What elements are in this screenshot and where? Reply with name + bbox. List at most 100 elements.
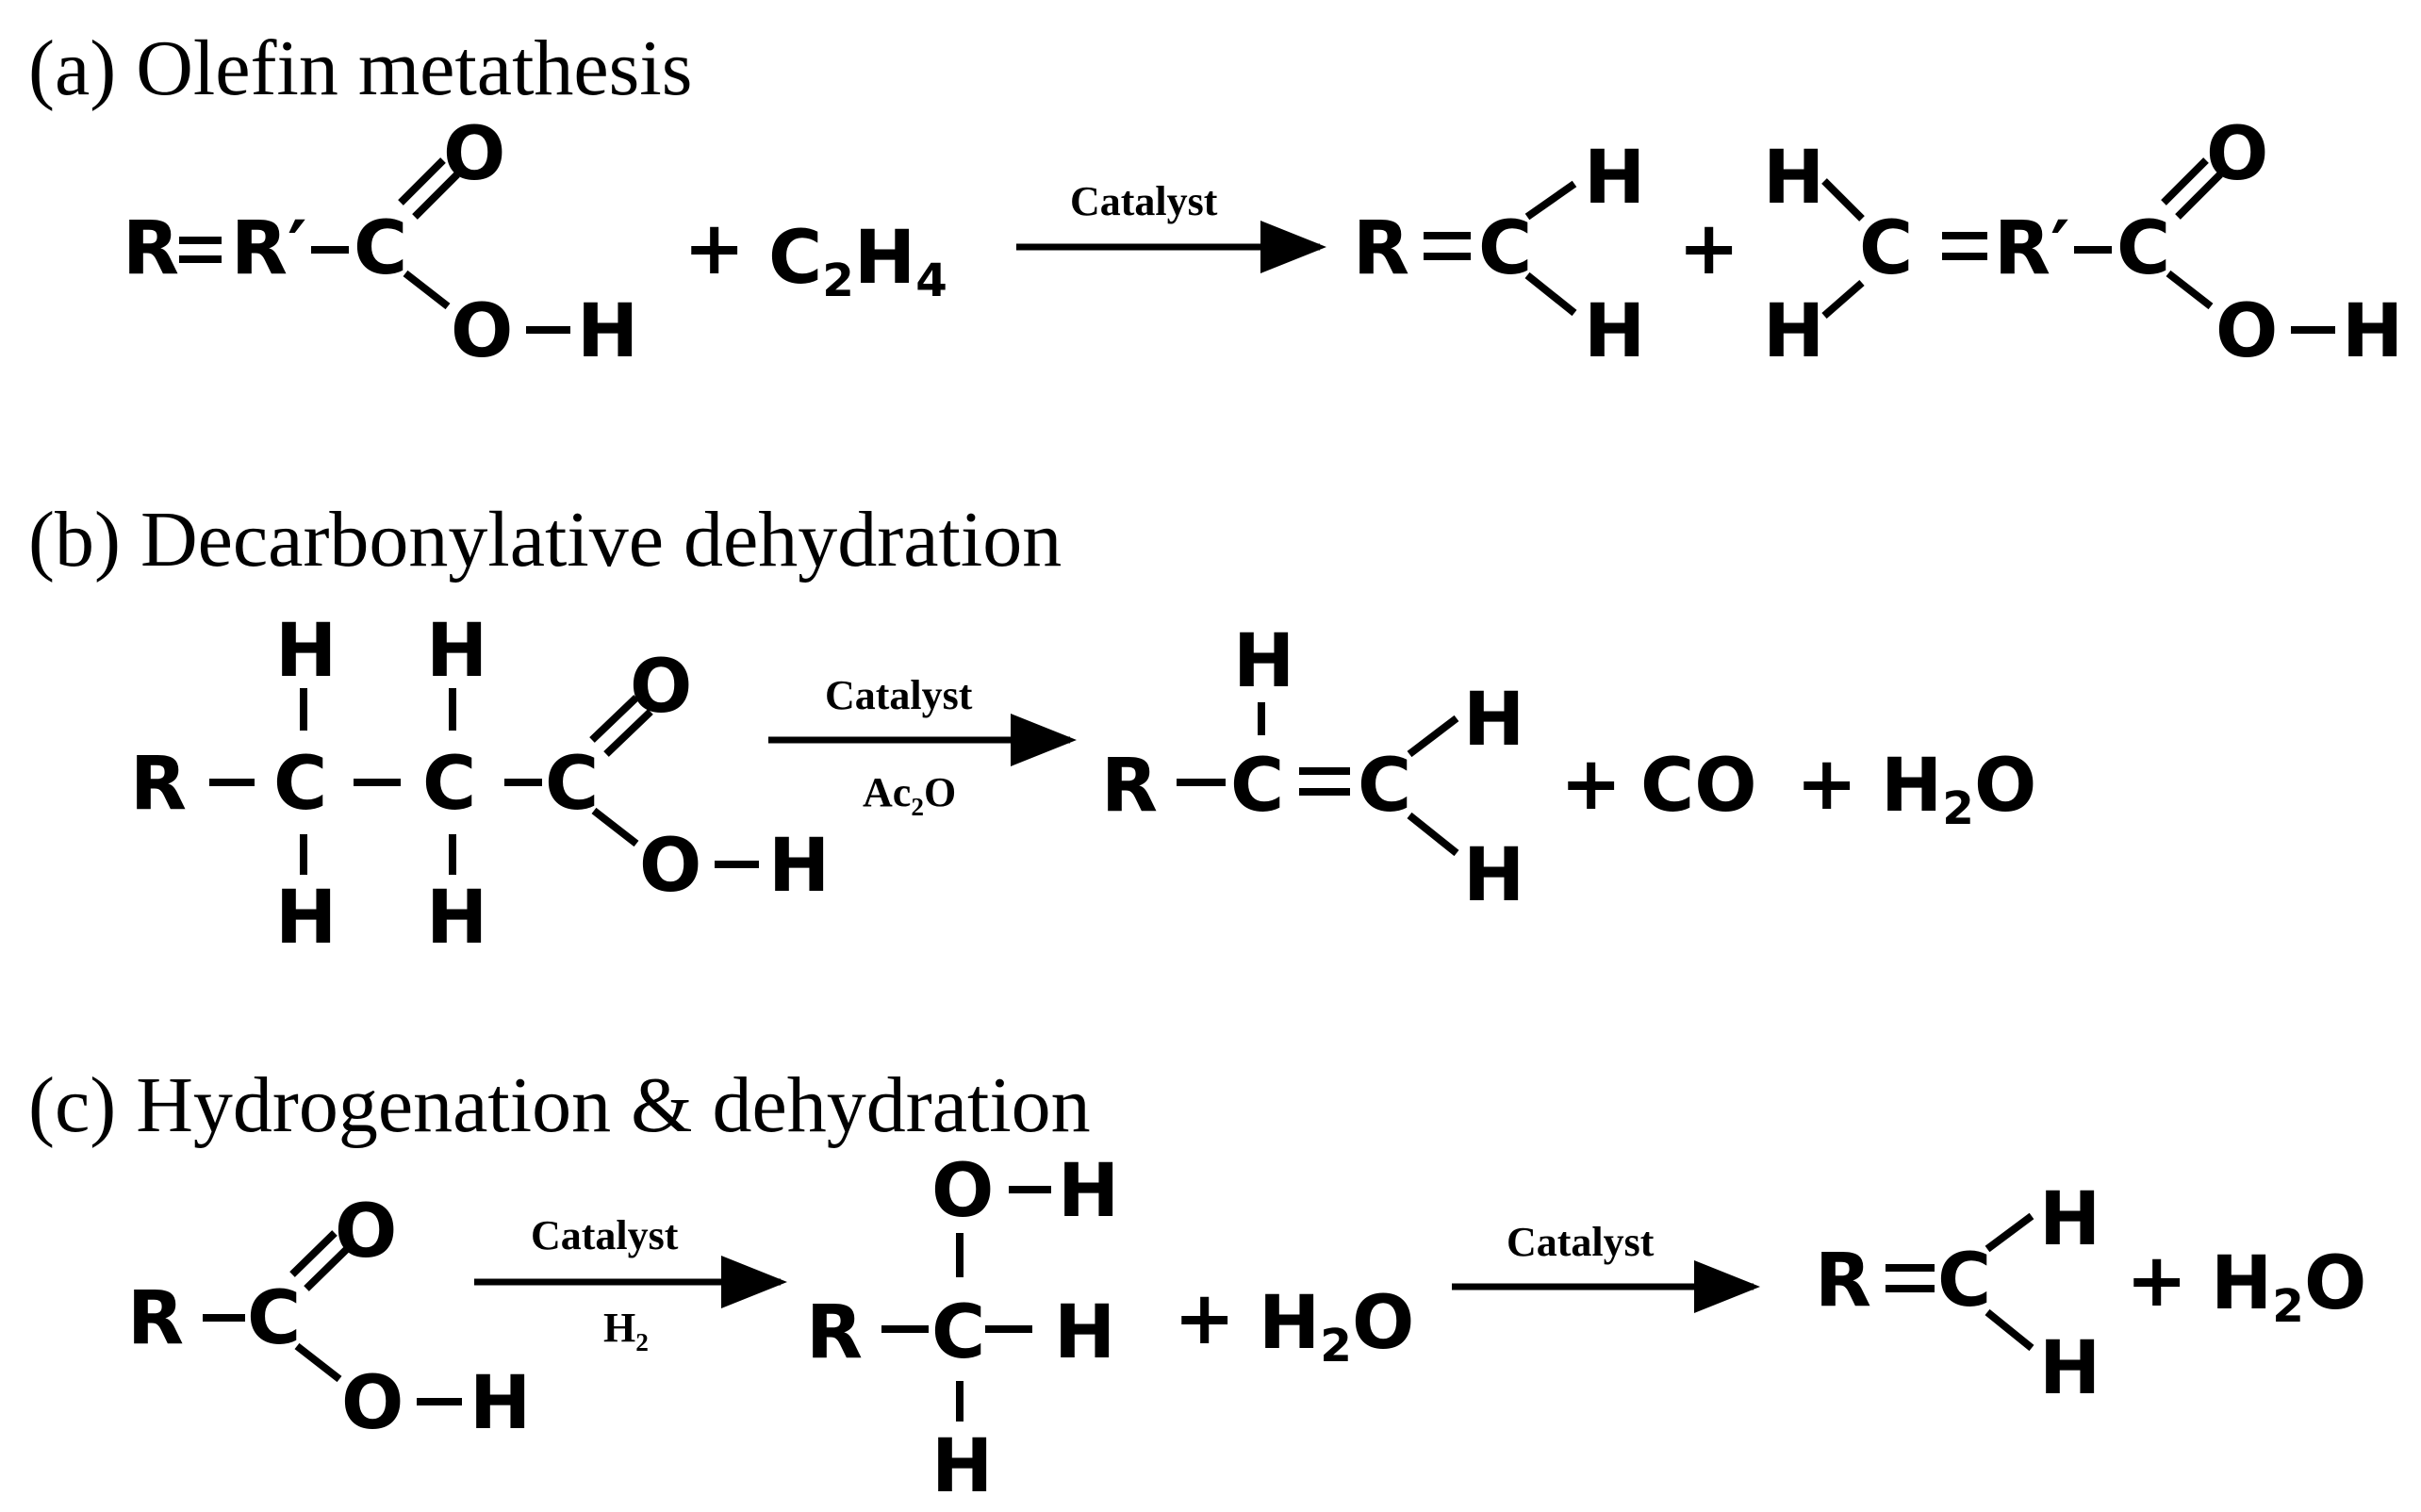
atom-R: R (1815, 1239, 1871, 1323)
atom-C: C (1478, 206, 1532, 291)
atom-O: O (335, 1190, 397, 1274)
title-c: (c) Hydrogenation & dehydration (28, 1061, 1091, 1149)
atom-H: H (1584, 136, 1645, 221)
atom-H: H (577, 289, 638, 374)
atom-O: O (630, 645, 692, 730)
atom-H: H (426, 609, 487, 694)
single-bond (1821, 279, 1865, 320)
catalyst-label: Catalyst (1507, 1219, 1655, 1265)
atom-H: H (1463, 833, 1524, 918)
single-bond (1524, 180, 1577, 221)
product-b-alkene: R C H C H H (1101, 619, 1524, 918)
atom-C: C (1230, 744, 1284, 829)
section-a: (a) Olefin metathesis R R′ C O O H + C2H… (28, 25, 2403, 374)
atom-C: C (1358, 744, 1411, 829)
reactant-b-acid: R C H H C H H C O O H (130, 609, 830, 961)
h2-label: H2 (603, 1305, 649, 1356)
plus-sign: + (1174, 1276, 1235, 1361)
atom-H: H (931, 1424, 993, 1509)
catalyst-label: Catalyst (1070, 178, 1218, 224)
atom-H: H (1054, 1290, 1115, 1375)
atom-R: R (806, 1290, 863, 1375)
atom-H: H (426, 876, 487, 961)
atom-H: H (1058, 1149, 1119, 1234)
water-formula: H2O (2211, 1241, 2366, 1333)
atom-C: C (1937, 1239, 1991, 1323)
atom-H: H (768, 824, 830, 909)
single-bond (2166, 270, 2214, 310)
atom-C: C (931, 1290, 985, 1375)
atom-C: C (2116, 206, 2170, 291)
section-c: (c) Hydrogenation & dehydration R C O O … (28, 1061, 2366, 1509)
atom-C: C (273, 742, 327, 827)
atom-O: O (2206, 112, 2268, 197)
atom-H: H (2039, 1326, 2100, 1411)
catalyst-label: Catalyst (531, 1212, 679, 1258)
double-bond-CO (589, 695, 639, 743)
carbon-monoxide: CO (1640, 744, 1757, 829)
single-bond (1821, 178, 1865, 222)
atom-R: R (123, 206, 179, 291)
atom-O: O (451, 289, 513, 374)
double-bond-CO (2175, 172, 2223, 220)
atom-R: R (130, 742, 187, 827)
intermediate-c-alcohol: O H R C H H (806, 1149, 1119, 1509)
plus-sign: + (683, 206, 745, 291)
single-bond (403, 270, 451, 310)
single-bond (1407, 812, 1459, 857)
plus-sign: + (2126, 1239, 2187, 1323)
ethylene-formula: C2H4 (768, 216, 947, 307)
reactant-c-acid: R C O O H (127, 1190, 531, 1446)
catalyst-label: Catalyst (825, 672, 973, 718)
single-bond (294, 1342, 342, 1383)
atom-O: O (639, 824, 701, 909)
water-formula: H2O (1881, 744, 2036, 835)
atom-H: H (2039, 1177, 2100, 1262)
atom-O: O (443, 112, 505, 197)
atom-C: C (1859, 206, 1913, 291)
double-bond-CO (289, 1230, 338, 1277)
atom-C: C (545, 742, 599, 827)
atom-C: C (354, 206, 407, 291)
section-b: (b) Decarbonylative dehydration R C H H … (28, 496, 2036, 961)
atom-R-prime: R′ (1994, 206, 2070, 291)
atom-H: H (1763, 289, 1824, 374)
reactant-a-acid: R R′ C O O H (123, 112, 638, 374)
product-a-alkene: R C H H (1353, 136, 1645, 374)
atom-H: H (1584, 289, 1645, 374)
atom-H: H (469, 1361, 531, 1446)
atom-O: O (341, 1361, 404, 1446)
product-a-acid: H H C R′ C O O H (1763, 112, 2403, 374)
atom-H: H (1463, 678, 1524, 763)
atom-R: R (1101, 744, 1158, 829)
plus-sign: + (1796, 742, 1857, 827)
single-bond (1985, 1212, 2034, 1253)
plus-sign: + (1560, 742, 1622, 827)
water-formula: H2O (1259, 1281, 1414, 1372)
single-bond (1407, 715, 1459, 758)
atom-O: O (2215, 289, 2278, 374)
atom-H: H (275, 609, 337, 694)
single-bond (1524, 271, 1577, 317)
double-bond-CO (603, 709, 653, 757)
title-a: (a) Olefin metathesis (28, 25, 692, 112)
atom-C: C (247, 1276, 301, 1361)
single-bond (591, 807, 639, 847)
atom-H: H (2342, 289, 2403, 374)
atom-H: H (1233, 619, 1294, 704)
double-bond-CO (304, 1244, 352, 1291)
atom-O: O (931, 1149, 994, 1234)
ac2o-label: Ac2O (863, 769, 956, 821)
double-bond-CO (398, 157, 446, 205)
atom-R: R (127, 1276, 184, 1361)
title-b: (b) Decarbonylative dehydration (28, 496, 1062, 583)
atom-R: R (1353, 206, 1409, 291)
atom-C: C (422, 742, 476, 827)
double-bond-CO (412, 172, 460, 220)
product-c-alkene: R C H H (1815, 1177, 2100, 1411)
atom-H: H (1763, 136, 1824, 221)
atom-R-prime: R′ (231, 206, 307, 291)
single-bond (1985, 1308, 2034, 1352)
atom-H: H (275, 876, 337, 961)
